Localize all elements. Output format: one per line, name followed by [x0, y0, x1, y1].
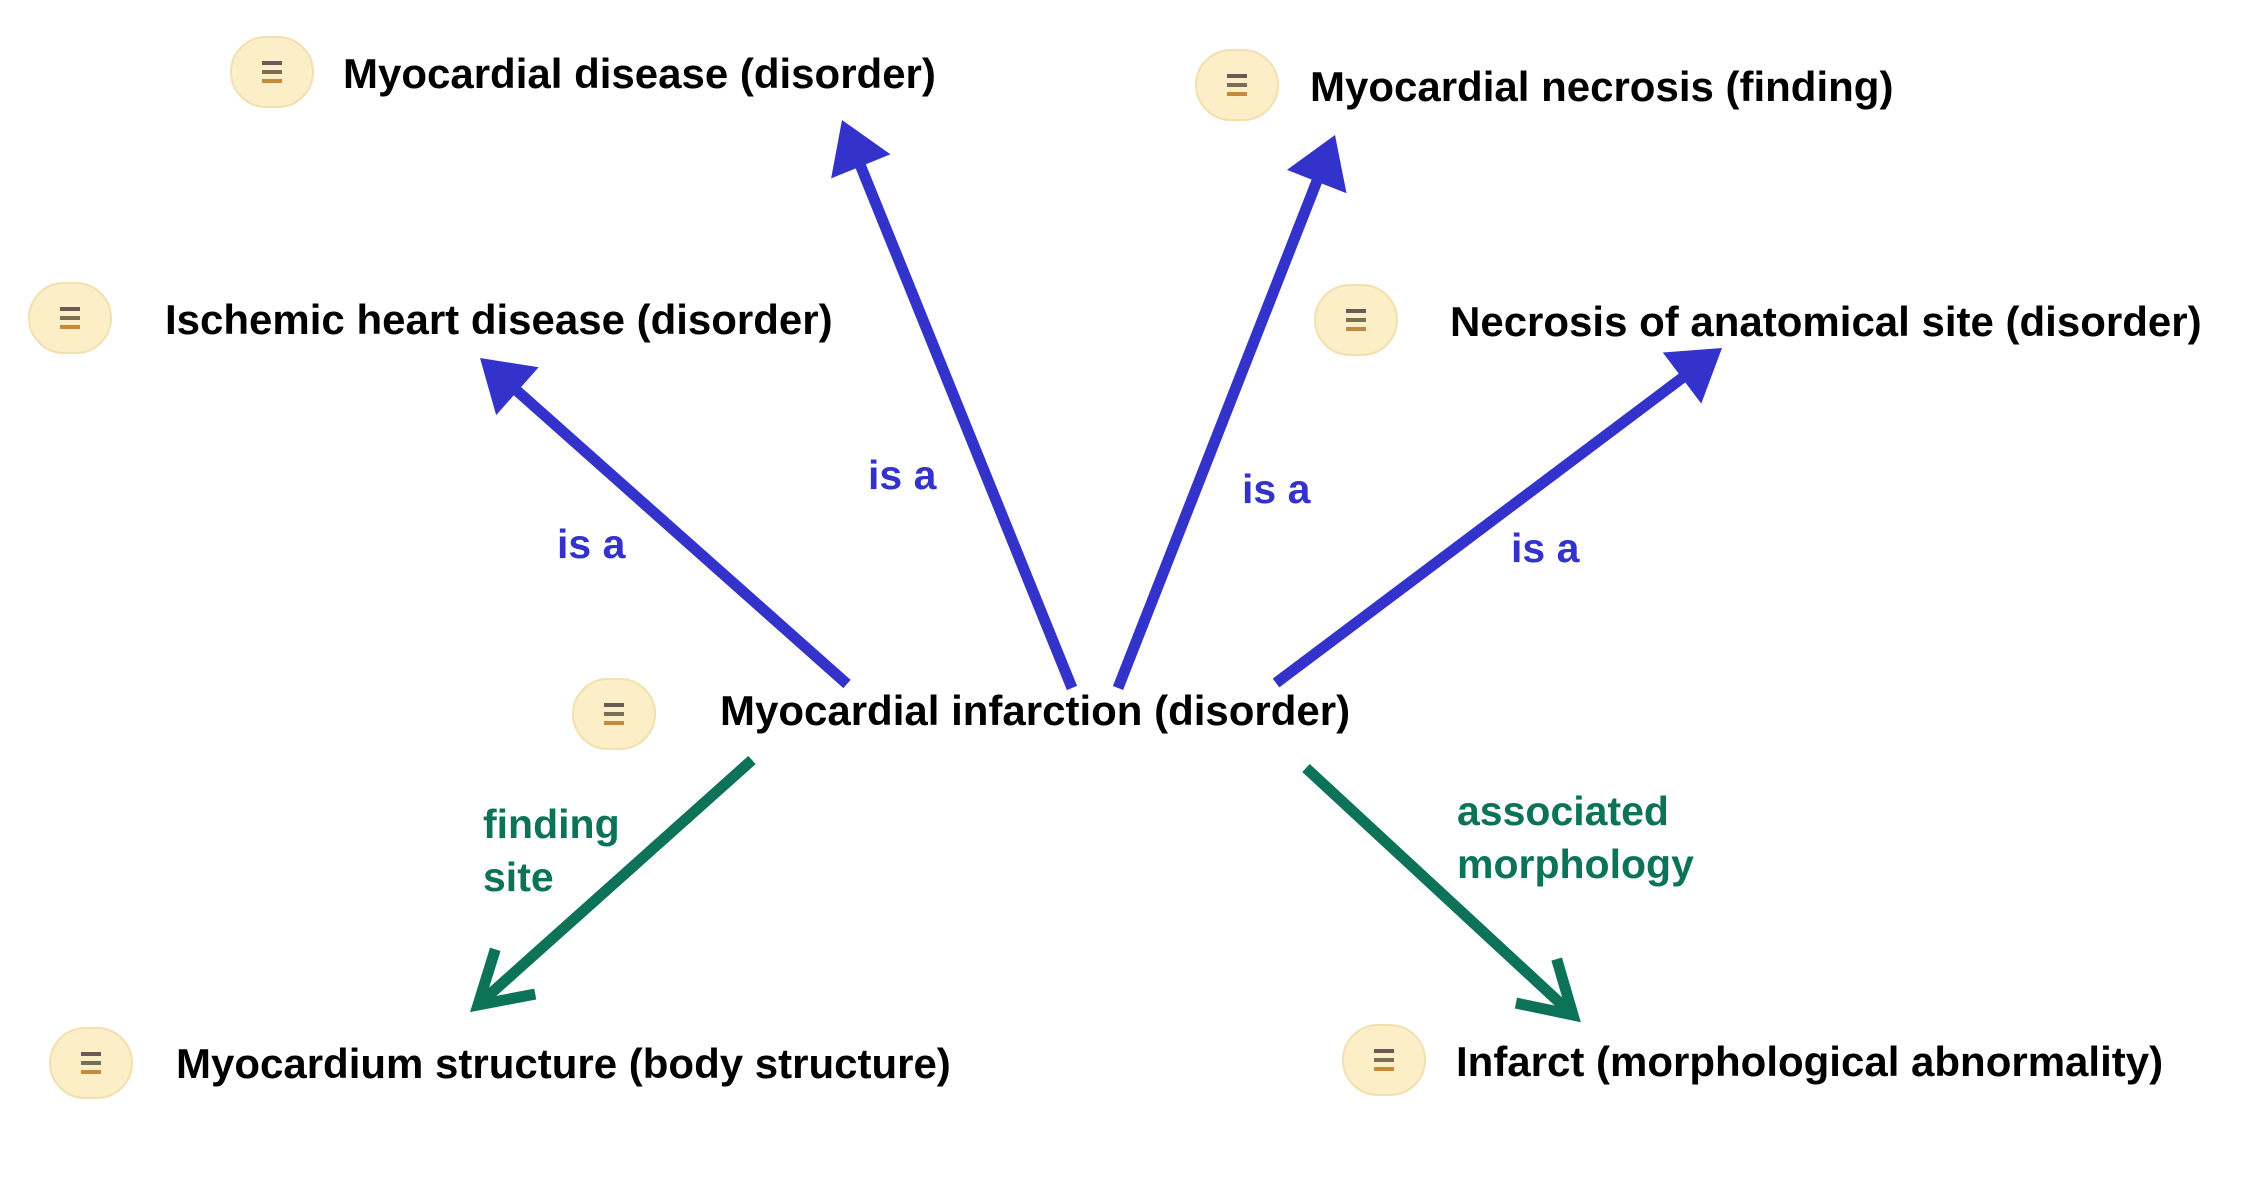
concept-icon — [1342, 1024, 1426, 1096]
concept-label: Infarct (morphological abnormality) — [1456, 1038, 2163, 1085]
arrowhead-icon — [1286, 135, 1347, 194]
arrow-shaft — [854, 160, 1078, 691]
relationship-label: finding site — [483, 801, 620, 900]
relationship-attribute-myocardium-structure: finding site — [470, 755, 756, 1013]
relationship-arrows: is a is a is a is a finding site associated mor… — [470, 120, 1722, 1023]
arrowhead-icon — [480, 358, 539, 416]
concept-label: Myocardial disease (disorder) — [343, 50, 936, 97]
concept-label: Necrosis of anatomical site (disorder) — [1450, 298, 2202, 345]
arrow-shaft — [474, 755, 756, 1010]
relationship-is-a-myocardial-necrosis: is a — [1112, 135, 1347, 691]
relationship-attribute-infarct: associated morphology — [1302, 763, 1694, 1023]
relationship-label-line: site — [483, 854, 554, 900]
relationship-label-line: morphology — [1457, 841, 1694, 887]
concept-icon — [28, 282, 112, 354]
concept-infarct[interactable]: Infarct (morphological abnormality) — [1342, 1024, 2163, 1096]
concept-ischemic-heart-disease[interactable]: Ischemic heart disease (disorder) — [28, 282, 833, 354]
relationship-label: associated morphology — [1457, 788, 1694, 887]
concept-icon — [572, 678, 656, 750]
relationship-label: is a — [868, 452, 938, 498]
relationship-label: is a — [557, 521, 627, 567]
concept-myocardial-infarction[interactable]: Myocardial infarction (disorder) — [572, 678, 1350, 750]
arrowhead-icon — [831, 120, 891, 179]
concept-label: Myocardial necrosis (finding) — [1310, 63, 1893, 110]
relationship-label: is a — [1242, 466, 1312, 512]
arrow-shaft — [1272, 371, 1689, 688]
concept-icon — [1195, 49, 1279, 121]
concept-label: Myocardium structure (body structure) — [176, 1040, 951, 1087]
arrowhead-icon — [470, 947, 537, 1013]
concept-necrosis-anatomical-site[interactable]: Necrosis of anatomical site (disorder) — [1314, 284, 2202, 356]
concept-label: Ischemic heart disease (disorder) — [165, 296, 833, 343]
relationship-label-line: is a — [868, 452, 938, 498]
relationship-label-line: is a — [1511, 525, 1581, 571]
concept-myocardium-structure[interactable]: Myocardium structure (body structure) — [49, 1027, 951, 1099]
concept-icon — [1314, 284, 1398, 356]
concept-myocardial-necrosis[interactable]: Myocardial necrosis (finding) — [1195, 49, 1893, 121]
concept-myocardial-disease[interactable]: Myocardial disease (disorder) — [230, 36, 936, 108]
concept-nodes: Myocardial disease (disorder) Myocardial … — [28, 36, 2202, 1099]
relationship-is-a-necrosis-anatomical-site: is a — [1272, 348, 1722, 688]
concept-icon — [49, 1027, 133, 1099]
relationship-is-a-myocardial-disease: is a — [831, 120, 1078, 691]
arrowhead-icon — [1662, 348, 1722, 404]
relationship-label-line: is a — [557, 521, 627, 567]
arrow-shaft — [510, 384, 851, 689]
arrow-shaft — [1302, 763, 1577, 1020]
arrow-shaft — [1112, 175, 1324, 691]
relationship-label-line: is a — [1242, 466, 1312, 512]
relationship-label: is a — [1511, 525, 1581, 571]
relationship-is-a-ischemic-heart-disease: is a — [480, 358, 851, 689]
concept-icon — [230, 36, 314, 108]
arrowhead-icon — [1514, 957, 1581, 1023]
relationship-label-line: finding — [483, 801, 620, 847]
relationship-label-line: associated — [1457, 788, 1669, 834]
concept-label: Myocardial infarction (disorder) — [720, 687, 1350, 734]
